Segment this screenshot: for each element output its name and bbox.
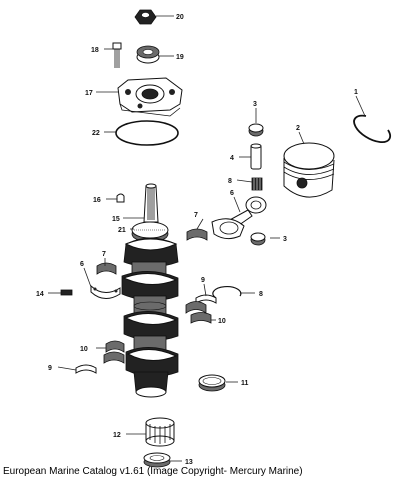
- callout-7-left: 7: [102, 251, 106, 258]
- part-6-connecting-rod: [211, 196, 267, 240]
- callout-10-right: 10: [218, 318, 226, 325]
- callout-6-cap: 6: [80, 261, 84, 268]
- callout-3-lower: 3: [283, 236, 287, 243]
- callout-18: 18: [91, 47, 99, 54]
- part-3-washer-upper: [248, 123, 264, 137]
- part-22-o-ring: [115, 120, 179, 146]
- part-9-bearing-race: [195, 294, 217, 304]
- part-10-needle-bearing: [185, 301, 212, 324]
- leader-lines: [48, 15, 366, 462]
- part-5-small-bearing: [251, 177, 263, 191]
- callout-8-lower: 8: [259, 291, 263, 298]
- callout-13: 13: [185, 459, 193, 466]
- image-caption: European Marine Catalog v1.61 (Image Cop…: [3, 466, 303, 477]
- part-4-wrist-pin: [250, 143, 262, 170]
- part-20-nut: [134, 9, 157, 25]
- part-12-roller-bearing: [145, 417, 175, 447]
- callout-6-rod: 6: [230, 190, 234, 197]
- callout-10-left: 10: [80, 346, 88, 353]
- part-6-rod-cap: [90, 284, 121, 299]
- part-10-needle-bearing-left: [103, 340, 125, 364]
- part-11-seal-ring: [198, 374, 226, 392]
- callout-12: 12: [113, 432, 121, 439]
- callout-20: 20: [176, 14, 184, 21]
- callout-19: 19: [176, 54, 184, 61]
- part-14-pin: [60, 289, 73, 296]
- callout-3-upper: 3: [253, 101, 257, 108]
- callout-2: 2: [296, 125, 300, 132]
- callout-16: 16: [93, 197, 101, 204]
- callout-1: 1: [354, 89, 358, 96]
- callout-21: 21: [118, 227, 126, 234]
- part-8-retaining-ring: [212, 285, 242, 299]
- part-3-washer-lower: [250, 232, 266, 246]
- callout-7-right: 7: [194, 212, 198, 219]
- callout-22: 22: [92, 130, 100, 137]
- part-9-bearing-race-left: [75, 364, 97, 374]
- callout-15: 15: [112, 216, 120, 223]
- part-15-crankshaft-shaft: [143, 183, 159, 223]
- callout-9-left: 9: [48, 365, 52, 372]
- part-18-bolt: [112, 42, 122, 68]
- callout-11: 11: [241, 380, 249, 387]
- callout-numbers: 20 19 18 17 22 1 2 3 4 8 6 3 7 16 15 21 …: [36, 14, 358, 466]
- part-1-piston-ring: [353, 114, 392, 143]
- callout-4: 4: [230, 155, 234, 162]
- crankshaft-assembly: [121, 221, 179, 398]
- part-13-seal: [143, 452, 171, 468]
- callout-8-upper: 8: [228, 178, 232, 185]
- part-19-seal: [136, 45, 160, 64]
- part-17-bearing-housing: [117, 77, 183, 117]
- part-7-needle-bearing: [96, 228, 208, 275]
- part-16-key: [116, 193, 125, 203]
- part-2-piston: [283, 142, 335, 198]
- callout-14: 14: [36, 291, 44, 298]
- callout-17: 17: [85, 90, 93, 97]
- callout-9-right: 9: [201, 277, 205, 284]
